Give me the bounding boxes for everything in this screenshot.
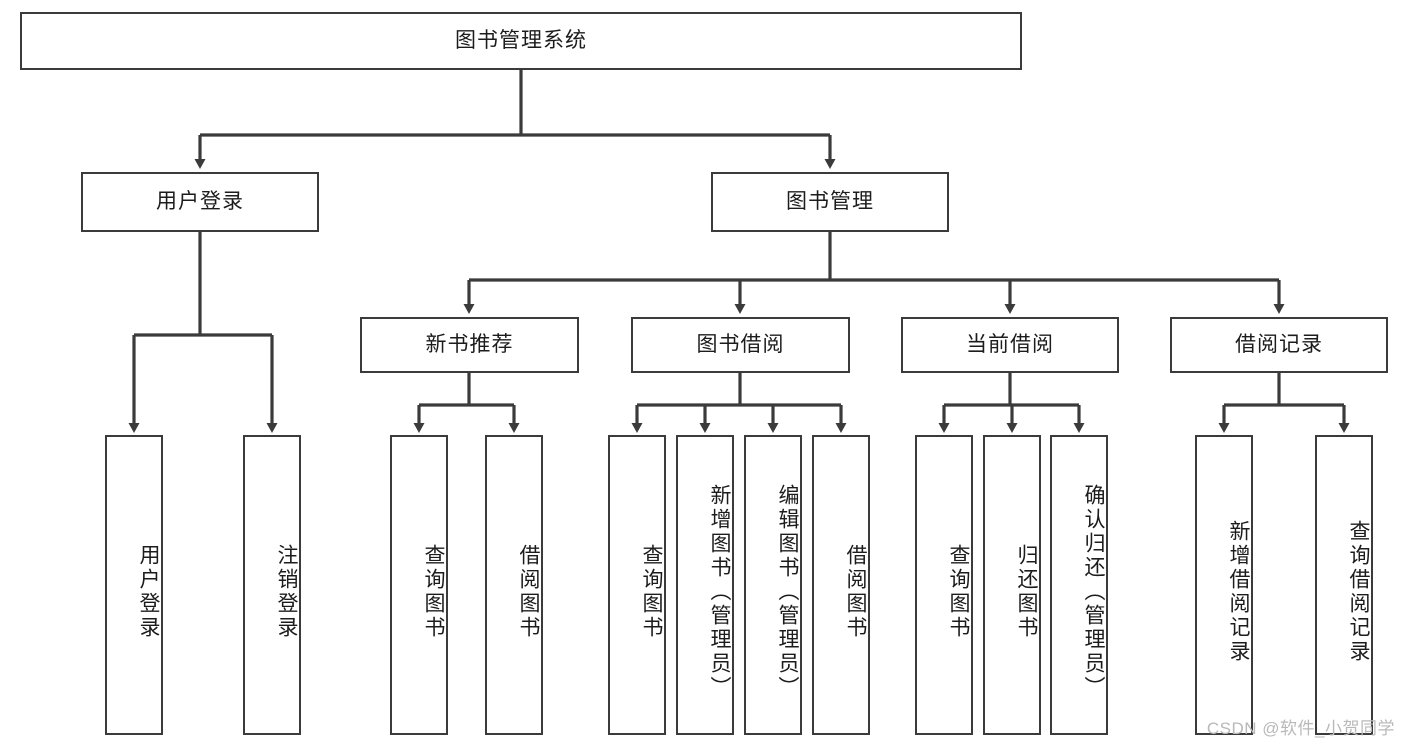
- node-borrowing-record-label: 借阅记录: [1235, 333, 1323, 357]
- leaf-borrow-book-2-label: 借阅图书: [844, 544, 867, 640]
- leaf-borrow-book-1-label: 借阅图书: [517, 544, 540, 640]
- node-book-borrowing[interactable]: 图书借阅: [631, 317, 850, 373]
- leaf-user-login[interactable]: 用户登录: [105, 435, 163, 735]
- leaf-edit-book-label: 编辑图书（管理员）: [776, 484, 799, 700]
- leaf-logout-label: 注销登录: [275, 544, 298, 640]
- leaf-query-book-3[interactable]: 查询图书: [915, 435, 973, 735]
- leaf-confirm-return[interactable]: 确认归还（管理员）: [1050, 435, 1108, 735]
- node-root-label: 图书管理系统: [455, 29, 587, 53]
- node-book-borrowing-label: 图书借阅: [696, 333, 785, 357]
- node-book-management[interactable]: 图书管理: [711, 172, 949, 232]
- node-borrowing-record[interactable]: 借阅记录: [1170, 317, 1388, 373]
- leaf-query-book-1[interactable]: 查询图书: [390, 435, 448, 735]
- leaf-confirm-return-label: 确认归还（管理员）: [1082, 484, 1105, 700]
- node-current-borrowing-label: 当前借阅: [966, 333, 1054, 357]
- leaf-logout[interactable]: 注销登录: [243, 435, 301, 735]
- node-new-book-recommendation-label: 新书推荐: [425, 333, 514, 357]
- leaf-query-book-1-label: 查询图书: [422, 544, 445, 640]
- node-book-management-label: 图书管理: [786, 190, 874, 214]
- node-current-borrowing[interactable]: 当前借阅: [901, 317, 1119, 373]
- leaf-query-book-3-label: 查询图书: [947, 544, 970, 640]
- leaf-user-login-label: 用户登录: [137, 544, 160, 640]
- node-user-login[interactable]: 用户登录: [81, 172, 319, 232]
- leaf-query-record-label: 查询借阅记录: [1347, 520, 1370, 664]
- leaf-query-record[interactable]: 查询借阅记录: [1315, 435, 1373, 735]
- leaf-borrow-book-1[interactable]: 借阅图书: [485, 435, 543, 735]
- leaf-return-book-label: 归还图书: [1015, 544, 1038, 640]
- leaf-add-record[interactable]: 新增借阅记录: [1195, 435, 1253, 735]
- watermark: CSDN @软件_小贺同学: [1206, 719, 1395, 738]
- leaf-query-book-2[interactable]: 查询图书: [608, 435, 666, 735]
- leaf-query-book-2-label: 查询图书: [640, 544, 663, 640]
- leaf-edit-book[interactable]: 编辑图书（管理员）: [744, 435, 802, 735]
- leaf-add-record-label: 新增借阅记录: [1227, 520, 1250, 664]
- leaf-borrow-book-2[interactable]: 借阅图书: [812, 435, 870, 735]
- node-user-login-label: 用户登录: [156, 190, 244, 214]
- node-new-book-recommendation[interactable]: 新书推荐: [360, 317, 579, 373]
- leaf-add-book-label: 新增图书（管理员）: [708, 484, 731, 700]
- leaf-return-book[interactable]: 归还图书: [983, 435, 1041, 735]
- node-root[interactable]: 图书管理系统: [20, 12, 1022, 70]
- leaf-add-book[interactable]: 新增图书（管理员）: [676, 435, 734, 735]
